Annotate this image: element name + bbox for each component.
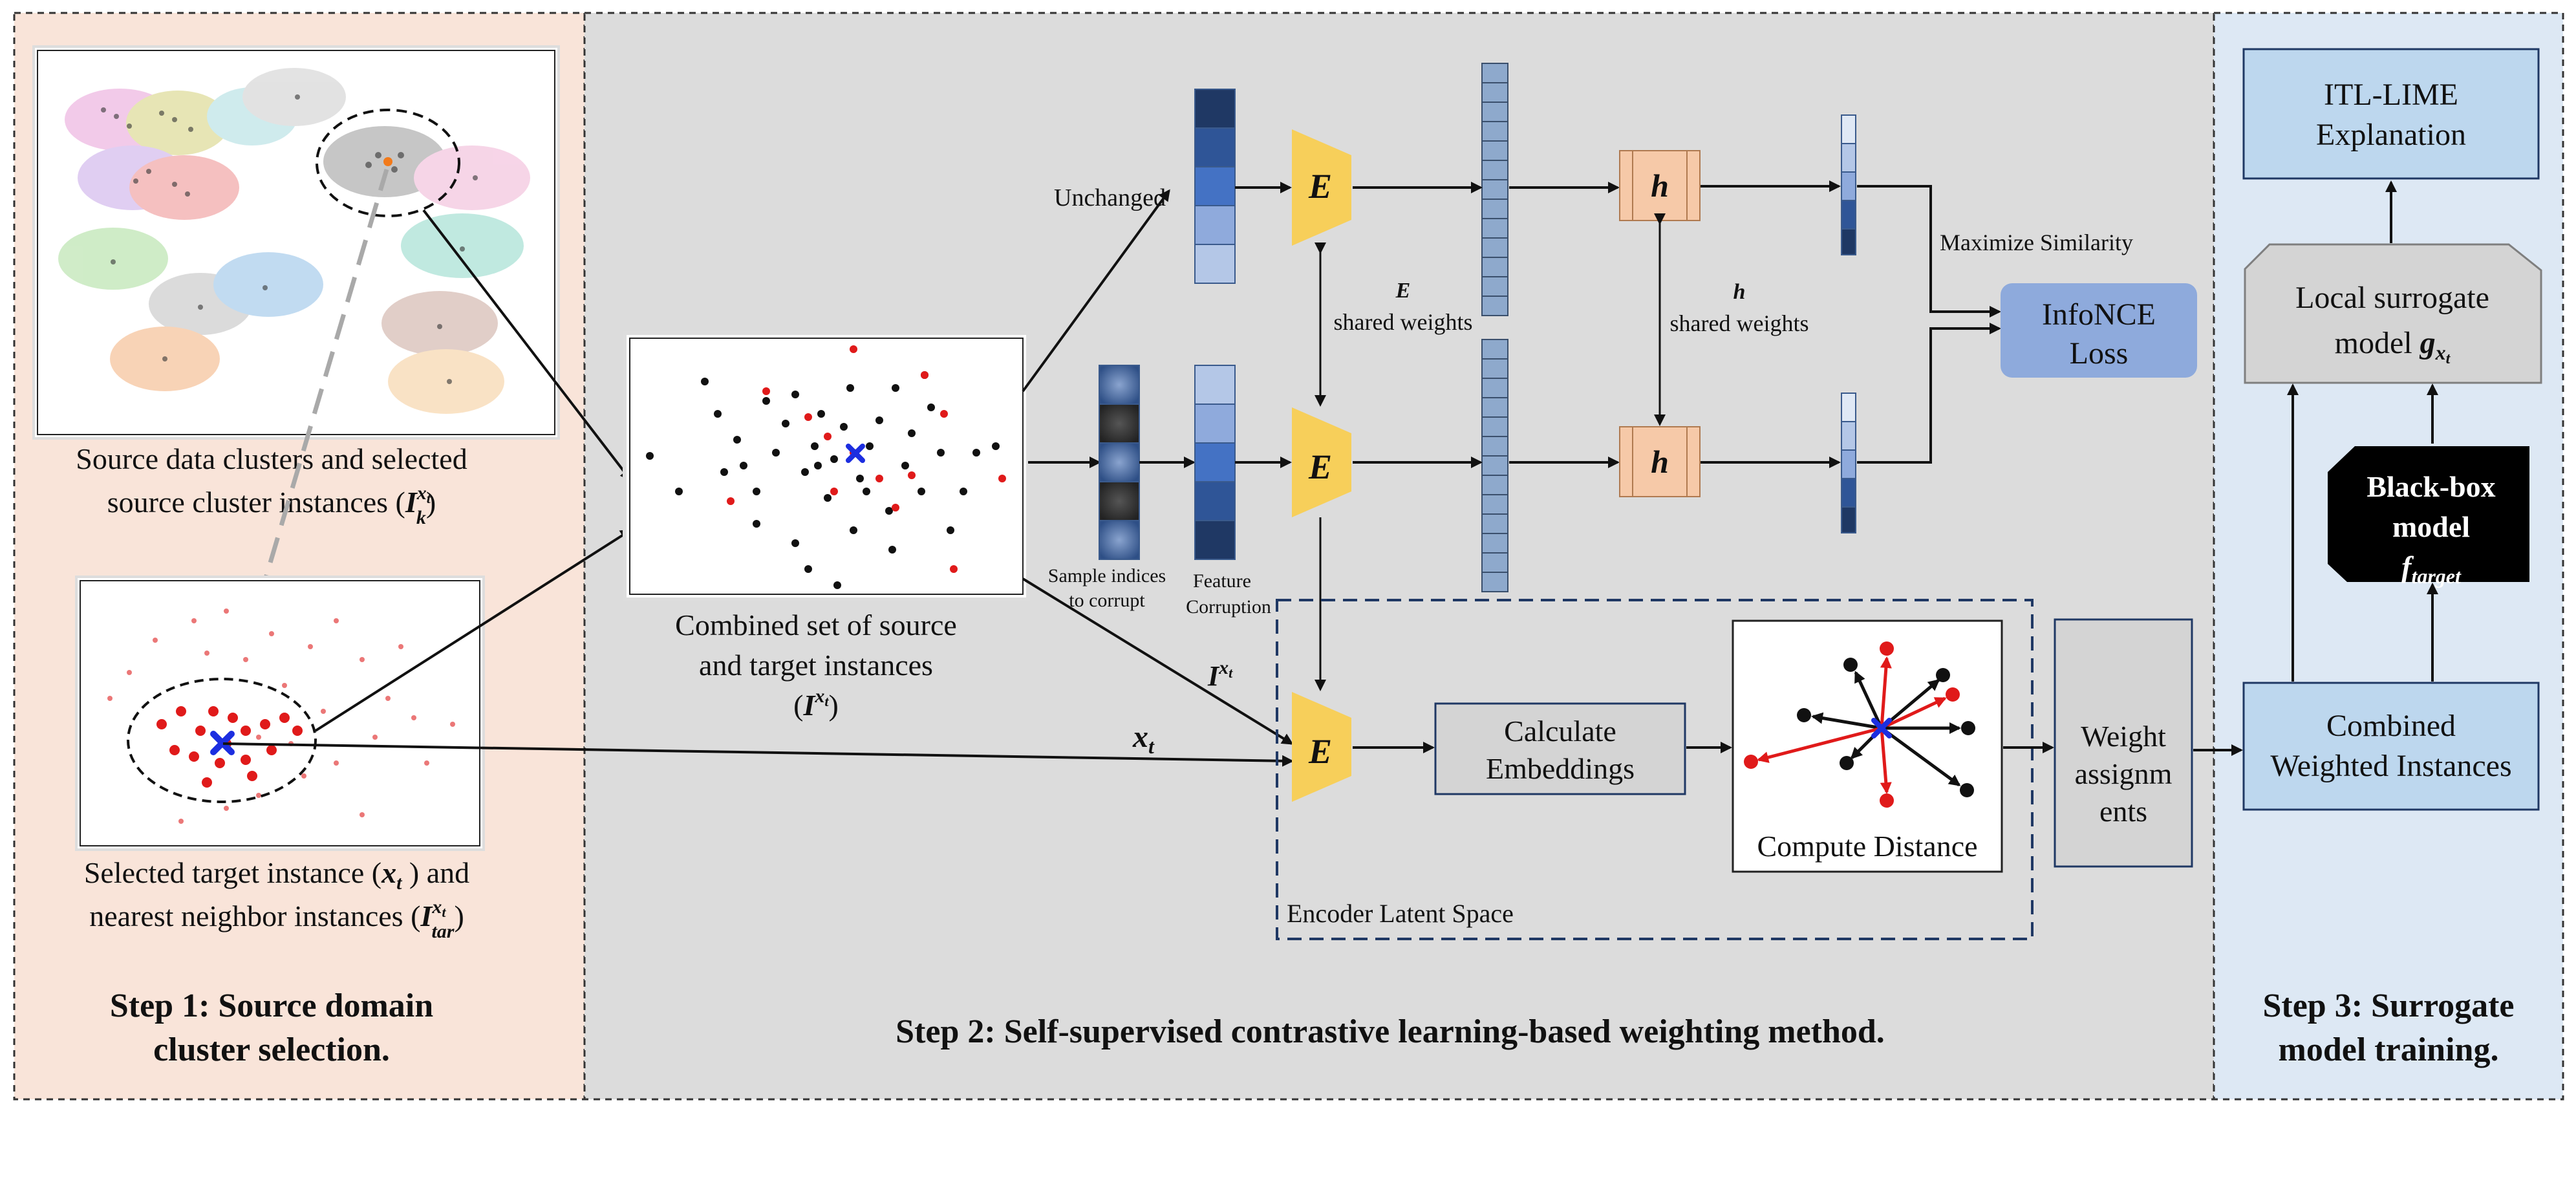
- sample-indices-vector: [1099, 365, 1140, 560]
- arrow-top-to-infonce: [1857, 185, 2001, 318]
- xt-input-label: xt: [1132, 720, 1155, 758]
- calculate-embeddings-box: Calculate Embeddings: [1434, 702, 1686, 795]
- encoder-top: E: [1292, 129, 1351, 246]
- svg-text:Weight: Weight: [2081, 720, 2166, 753]
- step2-title: Step 2: Self-supervised contrastive lear…: [896, 1013, 1885, 1050]
- svg-text:model: model: [2392, 510, 2470, 543]
- encoder-middle: E: [1292, 407, 1351, 517]
- svg-text:E: E: [1308, 732, 1332, 771]
- step1-title-line1: Step 1: Source domain: [110, 987, 433, 1024]
- embedding-column-top: [1481, 63, 1508, 316]
- ixt-input-label: Ixt: [1207, 657, 1233, 692]
- svg-text:Calculate: Calculate: [1504, 715, 1616, 748]
- step1-title-line2: cluster selection.: [153, 1031, 390, 1068]
- encoder-bottom: E: [1292, 692, 1351, 802]
- infonce-loss-box: InfoNCE Loss: [2001, 283, 2197, 378]
- sample-indices-label-1: Sample indices: [1048, 565, 1166, 587]
- step3-title-line1: Step 3: Surrogate: [2262, 987, 2514, 1024]
- arrow-neighbors-to-combined: [314, 529, 632, 732]
- svg-text:assignm: assignm: [2075, 757, 2173, 790]
- maximize-similarity-label: Maximize Similarity: [1940, 230, 2133, 255]
- target-caption-line1: Selected target instance (xt ) and: [84, 856, 469, 894]
- svg-text:E: E: [1308, 447, 1332, 486]
- encoder-latent-space-box: [1276, 599, 2034, 940]
- projector-top: h: [1619, 150, 1701, 221]
- arrow-bottom-to-infonce: [1857, 323, 2001, 464]
- svg-text:ITL-LIME: ITL-LIME: [2324, 78, 2458, 112]
- local-surrogate-model-box: Local surrogate model gxt: [2244, 243, 2542, 384]
- svg-text:Explanation: Explanation: [2316, 118, 2466, 152]
- projection-vector-bottom: [1841, 393, 1856, 533]
- feature-corruption-label-2: Corruption: [1186, 596, 1271, 618]
- unchanged-feature-vector: [1194, 89, 1236, 284]
- e-shared-label-1: E: [1395, 279, 1411, 303]
- combined-set-plot: [623, 331, 1030, 601]
- source-clusters-plot: [32, 45, 560, 440]
- svg-text:Compute Distance: Compute Distance: [1757, 830, 1977, 863]
- combined-caption-line1: Combined set of source: [675, 608, 957, 641]
- source-caption-line1: Source data clusters and selected: [76, 442, 467, 475]
- e-shared-label-2: shared weights: [1334, 309, 1473, 335]
- svg-text:h: h: [1651, 444, 1669, 480]
- svg-text:Embeddings: Embeddings: [1486, 752, 1635, 785]
- arrow-combined-to-encoder3: [1022, 577, 1294, 745]
- compute-distance-box: Compute Distance: [1732, 619, 2003, 873]
- combined-caption-line2: and target instances: [699, 649, 933, 682]
- svg-text:h: h: [1651, 167, 1669, 204]
- svg-text:Combined: Combined: [2326, 709, 2456, 743]
- arrow-cluster-to-combined: [422, 209, 632, 482]
- h-shared-label-1: h: [1733, 280, 1746, 304]
- combined-weighted-instances-box: Combined Weighted Instances: [2242, 682, 2540, 811]
- svg-text:E: E: [1308, 167, 1332, 206]
- svg-text:Black-box: Black-box: [2367, 470, 2495, 503]
- feature-corruption-vector: [1194, 365, 1236, 560]
- embedding-column-bottom: [1481, 339, 1508, 592]
- feature-corruption-label-1: Feature: [1193, 570, 1251, 592]
- h-shared-label-2: shared weights: [1670, 310, 1809, 336]
- svg-text:Loss: Loss: [2070, 336, 2129, 371]
- weight-assignments-box: Weight assignm ents: [2054, 618, 2193, 868]
- projector-bottom: h: [1619, 426, 1701, 497]
- step3-title-line2: model training.: [2279, 1031, 2499, 1068]
- svg-text:model gxt: model gxt: [2335, 326, 2451, 367]
- svg-text:ents: ents: [2099, 795, 2147, 828]
- black-box-model: Black-box model ftarget: [2328, 446, 2529, 588]
- unchanged-label: Unchanged: [1054, 184, 1166, 211]
- sample-indices-label-2: to corrupt: [1069, 590, 1145, 611]
- target-neighbors-plot: [75, 576, 485, 851]
- itl-lime-explanation-box: ITL-LIME Explanation: [2242, 48, 2540, 180]
- projection-vector-top: [1841, 114, 1856, 255]
- svg-text:InfoNCE: InfoNCE: [2042, 297, 2156, 332]
- arrow-combined-to-unchanged: [1022, 189, 1170, 393]
- svg-text:Weighted Instances: Weighted Instances: [2270, 749, 2511, 783]
- svg-text:Local surrogate: Local surrogate: [2295, 281, 2489, 315]
- arrow-xt-to-encoder: [222, 742, 1294, 767]
- encoder-latent-space-label: Encoder Latent Space: [1287, 899, 1514, 928]
